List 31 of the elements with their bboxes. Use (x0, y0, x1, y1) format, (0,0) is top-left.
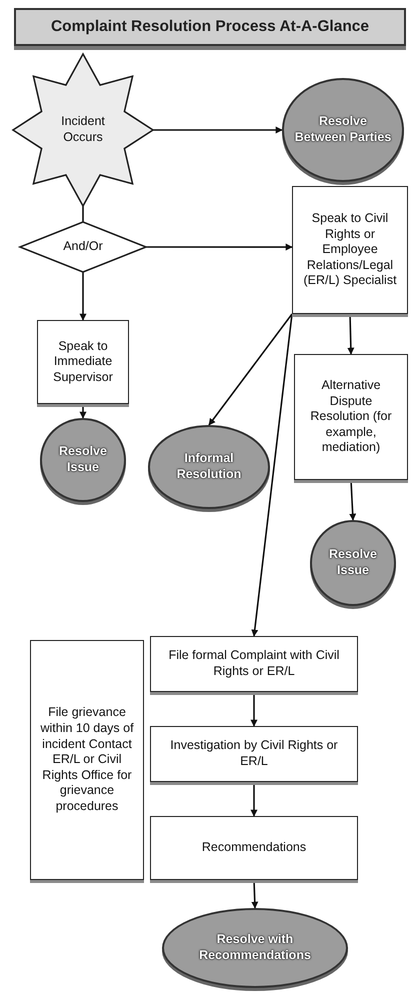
arrow (80, 272, 86, 321)
node-label: Speak to Immediate Supervisor (52, 338, 114, 386)
process-box (150, 636, 358, 692)
process-box (37, 320, 129, 404)
outcome-label: Resolve with Recommendations (198, 932, 312, 964)
arrow (250, 782, 258, 817)
node-label: Investigation by Civil Rights or ER/L (169, 738, 339, 770)
node-label: File grievance within 10 days of incident Contact ER/L or Civil Rights Office for grievance procedures (39, 705, 135, 815)
outcome-label: Resolve Issue (58, 444, 108, 476)
arrow (146, 244, 293, 251)
node-label: Recommendations (202, 840, 306, 856)
decision-diamond (20, 222, 146, 272)
node-label: And/Or (63, 239, 103, 255)
incident-star (13, 54, 153, 206)
outcome-label: Resolve Between Parties (294, 114, 392, 146)
arrow (208, 314, 293, 426)
process-box (150, 726, 358, 782)
process-box (294, 354, 408, 480)
process-box (150, 816, 358, 880)
arrow (251, 314, 293, 637)
note-box (30, 640, 144, 880)
process-box (292, 186, 408, 314)
arrow (153, 126, 283, 134)
node-label: Speak to Civil Rights or Employee Relations/Legal (ER/L) Specialist (302, 210, 398, 290)
node-label: Alternative Dispute Resolution (for example, mediation) (309, 378, 393, 456)
arrow (250, 692, 258, 727)
connector-line (82, 206, 84, 222)
node-label: Incident Occurs (60, 114, 106, 146)
node-label: File formal Complaint with Civil Rights or ER/L (168, 648, 340, 680)
outcome-label: Informal Resolution (176, 451, 242, 483)
outcome-label: Resolve Issue (328, 547, 378, 579)
